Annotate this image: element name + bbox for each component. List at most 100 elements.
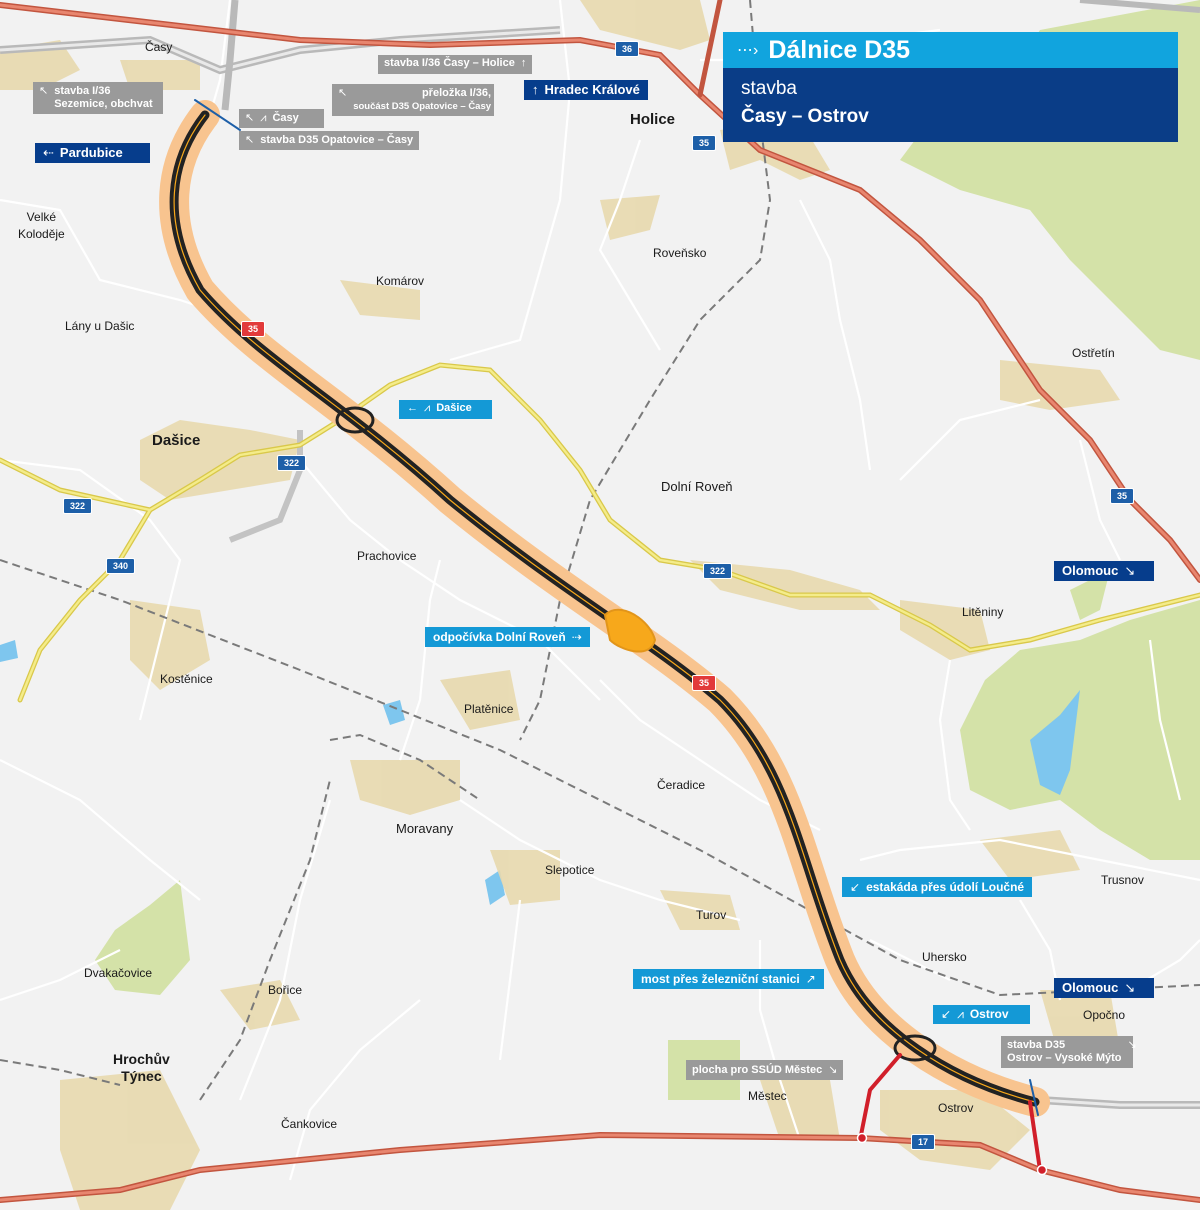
sign-text: stavba D35 Opatovice – Časy [260, 134, 414, 146]
place-label: Slepotice [545, 863, 595, 877]
place-label: Holice [630, 111, 676, 128]
road-shield-322: 322 [277, 455, 307, 471]
sign-estakada: ↙ estakáda přes údolí Loučné [842, 877, 1033, 897]
sign-line: stavba I/36 [54, 85, 111, 97]
sign-most: most přes železniční stanici ↗ [633, 969, 824, 989]
road-shield-35: 35 [1110, 488, 1135, 504]
sign-exit-ostrov: ↙ ⩘ Ostrov [933, 1005, 1030, 1024]
arrow-up-icon: ↑ [532, 82, 539, 97]
motorway-icon: ⩘ [260, 112, 267, 124]
motorway-d35 [159, 99, 1050, 1176]
place-label-line: Velké [26, 210, 57, 224]
arrow-sw-icon: ↙ [850, 880, 861, 894]
place-label: Kostěnice [160, 672, 213, 686]
arrow-left-icon: ← [407, 402, 418, 414]
sign-line: stavba D35 [1007, 1039, 1066, 1051]
road-shield-322: 322 [63, 498, 93, 514]
water-bodies [0, 640, 1080, 905]
road-shield-322: 322 [703, 563, 733, 579]
arrow-nw-icon: ↖ [39, 85, 49, 97]
sign-exit-casy: ↖ ⩘ Časy [239, 109, 324, 128]
sign-text: Olomouc [1062, 563, 1119, 578]
arrow-right-icon: ⋯› [737, 42, 759, 60]
arrow-right-icon: ⇢ [571, 630, 582, 644]
existing-motorways [0, 0, 1200, 1109]
sign-text: stavba I/36 Časy – Holice [384, 57, 515, 69]
sign-text: Časy [272, 112, 299, 124]
place-label: Turov [696, 908, 727, 922]
sign-text: most přes železniční stanici [641, 972, 800, 986]
place-label: Dolní Roveň [661, 479, 733, 494]
arrow-up-icon: ↑ [520, 57, 527, 69]
construction-name: Časy – Ostrov [741, 106, 869, 127]
sign-text: Dašice [436, 402, 472, 414]
arrow-left-icon: ⇠ [43, 145, 54, 160]
sign-olomouc: Olomouc↘ [1054, 978, 1154, 998]
sign-line: přeložka I/36, [421, 87, 492, 99]
place-label: Dvakačovice [84, 966, 153, 980]
place-label: Platěnice [464, 702, 514, 716]
arrow-nw-icon: ↖ [338, 87, 348, 99]
place-label: Hrochův Týnec [113, 1051, 170, 1085]
title-bar: ⋯› Dálnice D35 [723, 32, 1178, 68]
sign-text: odpočívka Dolní Roveň [433, 630, 566, 644]
arrow-se-icon: ↘ [1124, 563, 1136, 578]
place-label: Trusnov [1101, 873, 1144, 887]
sign-hradec-kralove: ↑ Hradec Králové [524, 80, 648, 100]
place-label: Bořice [268, 983, 303, 997]
place-label: Roveňsko [653, 246, 707, 260]
sign-text: Pardubice [59, 145, 123, 160]
place-label-line: Hrochův [113, 1051, 170, 1067]
sign-d35-opatovice-casy: ↖ stavba D35 Opatovice – Časy [239, 131, 420, 150]
sign-exit-dasice: ← ⩘ Dašice [399, 400, 492, 419]
sign-text: Hradec Králové [544, 82, 640, 97]
place-label-line: Koloděje [18, 227, 65, 241]
place-label: Čankovice [281, 1117, 338, 1131]
arrow-sw-icon: ↙ [941, 1007, 952, 1021]
motorway-shield-35: 35 [241, 321, 266, 337]
place-label: Litěniny [962, 605, 1004, 619]
arrow-nw-icon: ↖ [245, 134, 255, 146]
arrow-se-icon: ↘ [828, 1064, 838, 1076]
place-label: Ostřetín [1072, 346, 1115, 360]
motorway-shield-35: 35 [692, 675, 717, 691]
place-label: Opočno [1083, 1008, 1126, 1022]
arrow-nw-icon: ↖ [245, 112, 255, 124]
place-label: Čeradice [657, 778, 706, 792]
road-shield-17: 17 [911, 1134, 936, 1150]
sign-text: plocha pro SSÚD Městec [692, 1064, 823, 1076]
sign-pardubice: ⇠ Pardubice [35, 143, 150, 163]
sign-text: Ostrov [969, 1007, 1009, 1021]
sign-line: Sezemice, obchvat [54, 98, 153, 110]
sign-line: Ostrov – Vysoké Mýto [1007, 1052, 1122, 1064]
sign-olomouc: Olomouc ↘ [1054, 561, 1154, 581]
sign-i36-casy-holice: stavba I/36 Časy – Holice ↑ [378, 55, 533, 74]
page-title: Dálnice D35 [768, 36, 911, 64]
road-shield-36: 36 [615, 41, 640, 57]
place-label: Ostrov [938, 1101, 974, 1115]
place-label-line: Týnec [121, 1068, 162, 1084]
place-label: Prachovice [357, 549, 417, 563]
place-label: Velké Koloděje [18, 209, 65, 243]
motorway-icon: ⩘ [424, 402, 431, 414]
title-panel: ⋯› Dálnice D35 stavba Časy – Ostrov [723, 32, 1178, 142]
subtitle: stavba [741, 78, 797, 99]
sign-ssud-mestec: plocha pro SSÚD Městec ↘ [686, 1060, 844, 1080]
place-label: Moravany [396, 821, 454, 836]
place-label: Komárov [376, 274, 425, 288]
place-label: Dašice [152, 432, 201, 449]
place-label: Uhersko [922, 950, 967, 964]
title-subpanel: stavba Časy – Ostrov [723, 68, 1178, 142]
arrow-se-icon: ↘ [1127, 1039, 1137, 1051]
place-label: Časy [145, 40, 173, 54]
arrow-ne-icon: ↗ [805, 972, 816, 986]
sign-odpocivka: odpočívka Dolní Roveň ⇢ [425, 627, 590, 647]
sign-text: Olomouc [1062, 980, 1119, 995]
motorway-icon: ⩘ [957, 1007, 964, 1021]
sign-text: estakáda přes údolí Loučné [866, 880, 1025, 894]
road-shield-35: 35 [692, 135, 717, 151]
